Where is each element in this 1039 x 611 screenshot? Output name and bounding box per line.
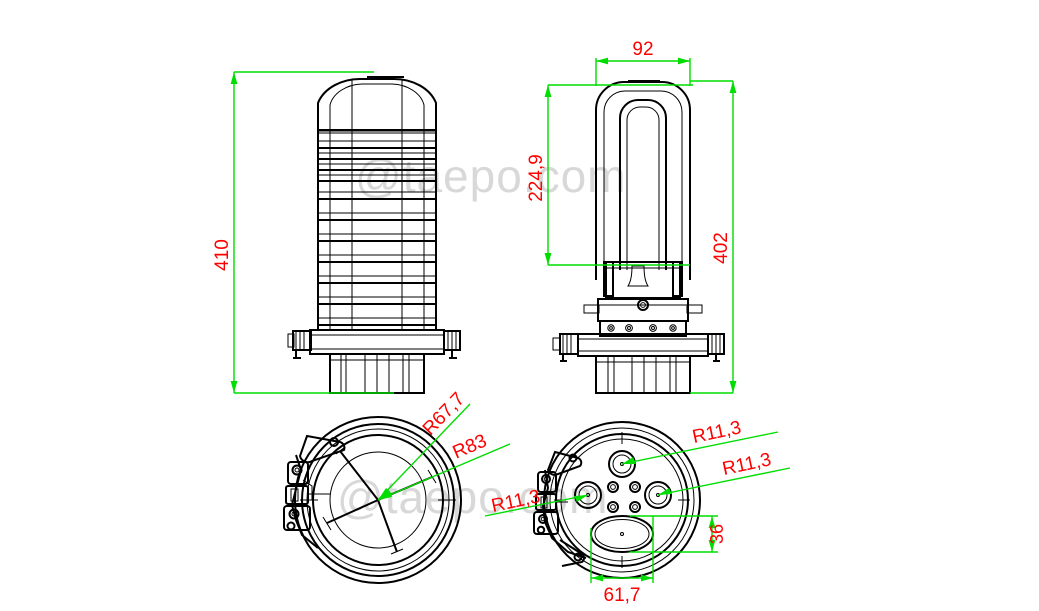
lug-lower <box>390 548 404 555</box>
bolt-core <box>609 326 613 330</box>
plate-inner-circle <box>329 451 427 549</box>
side-base-socket <box>595 356 691 394</box>
dimension-port-radius-right: R11,3 <box>657 449 791 496</box>
mid-stub-right <box>686 304 703 314</box>
spoke-lower-left <box>326 499 379 524</box>
dimension-label-410: 410 <box>212 239 233 271</box>
side-clamp-left <box>552 333 579 362</box>
bolt <box>669 324 677 332</box>
spoke-upper-left <box>339 450 379 501</box>
bolt-core <box>651 326 655 330</box>
neck-bolt-right <box>672 261 683 297</box>
bolt <box>607 324 615 332</box>
dimension-label-61-7: 61,7 <box>604 585 641 606</box>
dome-inner-arc <box>329 83 425 112</box>
neck-latch <box>627 265 649 287</box>
mid-stub-left <box>583 304 600 314</box>
port-right <box>644 481 672 509</box>
small-port-upper-right <box>629 481 641 493</box>
mid-hub <box>637 299 649 311</box>
bolt-core <box>671 326 675 330</box>
bolt <box>649 324 657 332</box>
body-rib-group <box>318 129 436 326</box>
dimension-label-r11-3-right: R11,3 <box>721 449 774 480</box>
dimension-label-92: 92 <box>632 39 653 60</box>
clamp-left <box>287 330 312 359</box>
dimension-label-r11-3-top: R11,3 <box>691 417 744 448</box>
port-plate-plan <box>533 421 701 579</box>
bolt-row-plate <box>599 320 687 337</box>
dimension-oval-height: 36 <box>630 515 727 553</box>
small-port-lower-right <box>629 501 641 513</box>
dimension-dome-width: 92 <box>595 39 691 86</box>
port-plate-outer <box>543 421 701 579</box>
dimension-overall-height-side: 402 <box>690 80 737 394</box>
side-clamp-right <box>707 333 725 362</box>
bolt-core <box>627 326 631 330</box>
small-port-upper-left <box>607 481 619 493</box>
oval-port <box>590 515 654 553</box>
port-plate-ring-2 <box>549 427 695 573</box>
dimension-overall-height: 410 <box>212 71 394 394</box>
spoke-lower <box>377 499 398 553</box>
dimension-label-224-9: 224,9 <box>526 154 547 202</box>
hinge-assembly-left <box>283 434 346 549</box>
side-inner-loop <box>619 99 667 270</box>
small-port-lower-left <box>607 501 619 513</box>
lug-lower-left <box>322 516 332 531</box>
closure-body-side <box>552 80 725 394</box>
side-outer-loop-inner <box>603 90 683 280</box>
dimension-oval-width: 61,7 <box>590 516 654 606</box>
dimension-handle-height: 224,9 <box>526 84 693 266</box>
closure-body-front <box>287 76 461 394</box>
clamp-right <box>443 330 461 359</box>
dome-outer-arc <box>317 77 437 112</box>
neck-bolt-left <box>603 261 614 297</box>
bolt <box>625 324 633 332</box>
dimension-label-36: 36 <box>707 524 727 544</box>
mid-hub-inner <box>640 302 646 308</box>
plate-outer-circle <box>294 416 462 584</box>
dimension-label-402: 402 <box>711 232 732 264</box>
side-inner-loop-inner <box>626 106 660 270</box>
